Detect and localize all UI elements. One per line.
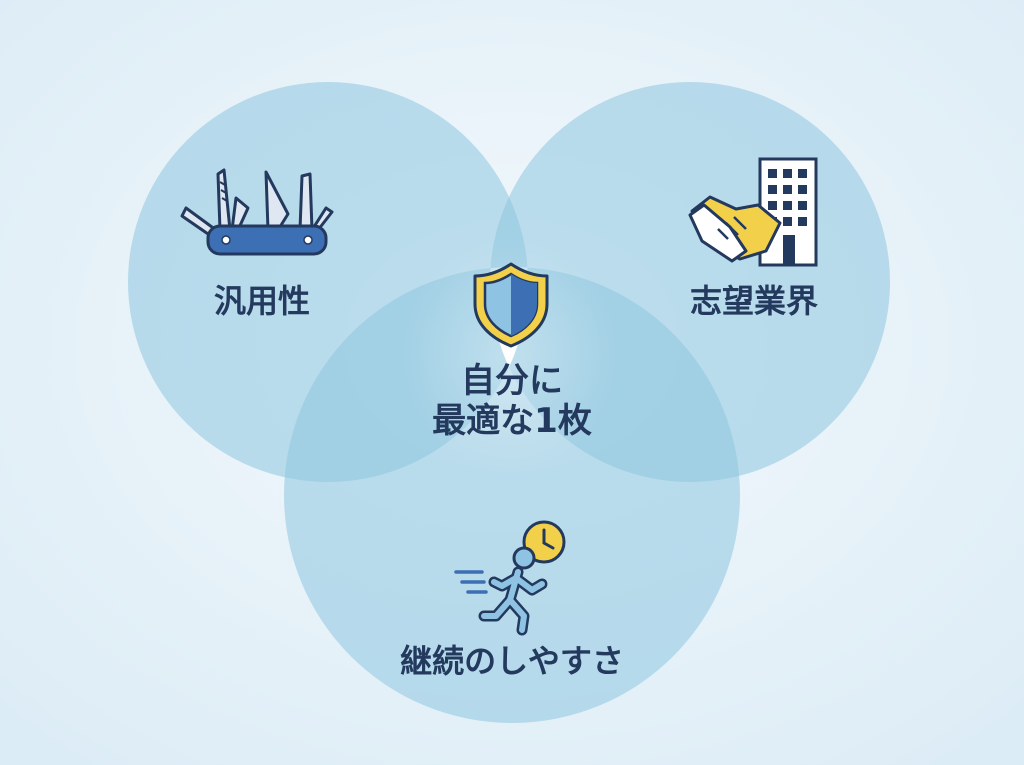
circle-sustainability <box>284 267 740 723</box>
center-label-line1: 自分に <box>461 361 563 401</box>
running-person-clock-icon <box>454 520 566 636</box>
shield-icon <box>473 262 549 348</box>
label-sustainability: 継続のしやすさ <box>400 642 624 680</box>
center-halo <box>400 235 620 475</box>
label-target-industry: 志望業界 <box>690 282 818 320</box>
multi-tool-icon <box>180 168 334 256</box>
label-versatility: 汎用性 <box>214 282 310 320</box>
center-label-line2: 最適な1枚 <box>432 401 592 441</box>
handshake-building-icon <box>688 157 818 267</box>
